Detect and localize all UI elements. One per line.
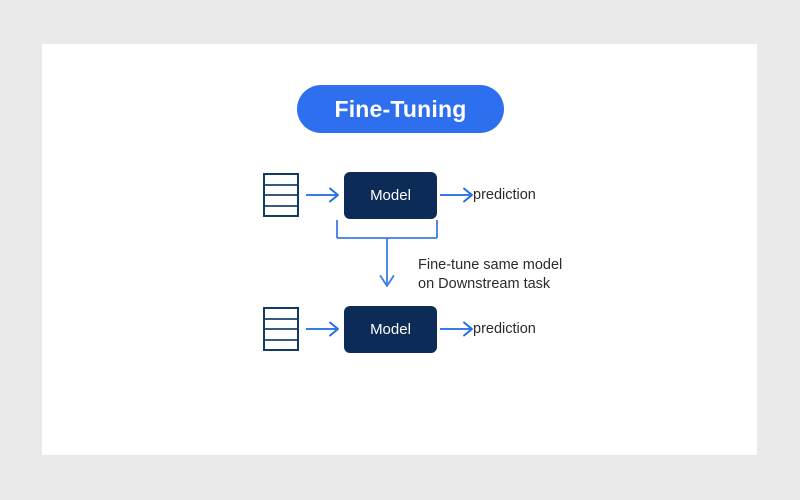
finetune-annotation: Fine-tune same model on Downstream task (418, 256, 562, 294)
table-row (265, 341, 297, 350)
table-row (265, 309, 297, 320)
arrow-right-icon (440, 186, 476, 209)
model-box-label: Model (370, 187, 411, 204)
table-rows-icon (263, 173, 299, 217)
table-row (265, 175, 297, 186)
table-row (265, 186, 297, 196)
model-box-finetune: Model (344, 306, 437, 353)
table-rows-icon (263, 307, 299, 351)
arrow-right-icon (440, 320, 476, 343)
bracket-down-arrow-icon (330, 218, 450, 293)
page-title: Fine-Tuning (334, 95, 467, 122)
finetune-annotation-line-1: Fine-tune same model (418, 257, 563, 273)
table-row (265, 330, 297, 341)
model-box-pretrain: Model (344, 172, 437, 219)
model-box-label: Model (370, 321, 411, 338)
table-row (265, 320, 297, 330)
table-row (265, 207, 297, 216)
prediction-label-finetune: prediction (473, 321, 536, 337)
arrow-right-icon (306, 320, 342, 343)
table-row (265, 196, 297, 207)
arrow-right-icon (306, 186, 342, 209)
pipeline-row-finetune: Model prediction (0, 0, 800, 353)
pipeline-row-pretrain: Model prediction (0, 0, 800, 219)
finetune-annotation-line-2: on Downstream task (418, 276, 551, 292)
title-pill: Fine-Tuning (297, 85, 504, 133)
prediction-label-pretrain: prediction (473, 187, 536, 203)
